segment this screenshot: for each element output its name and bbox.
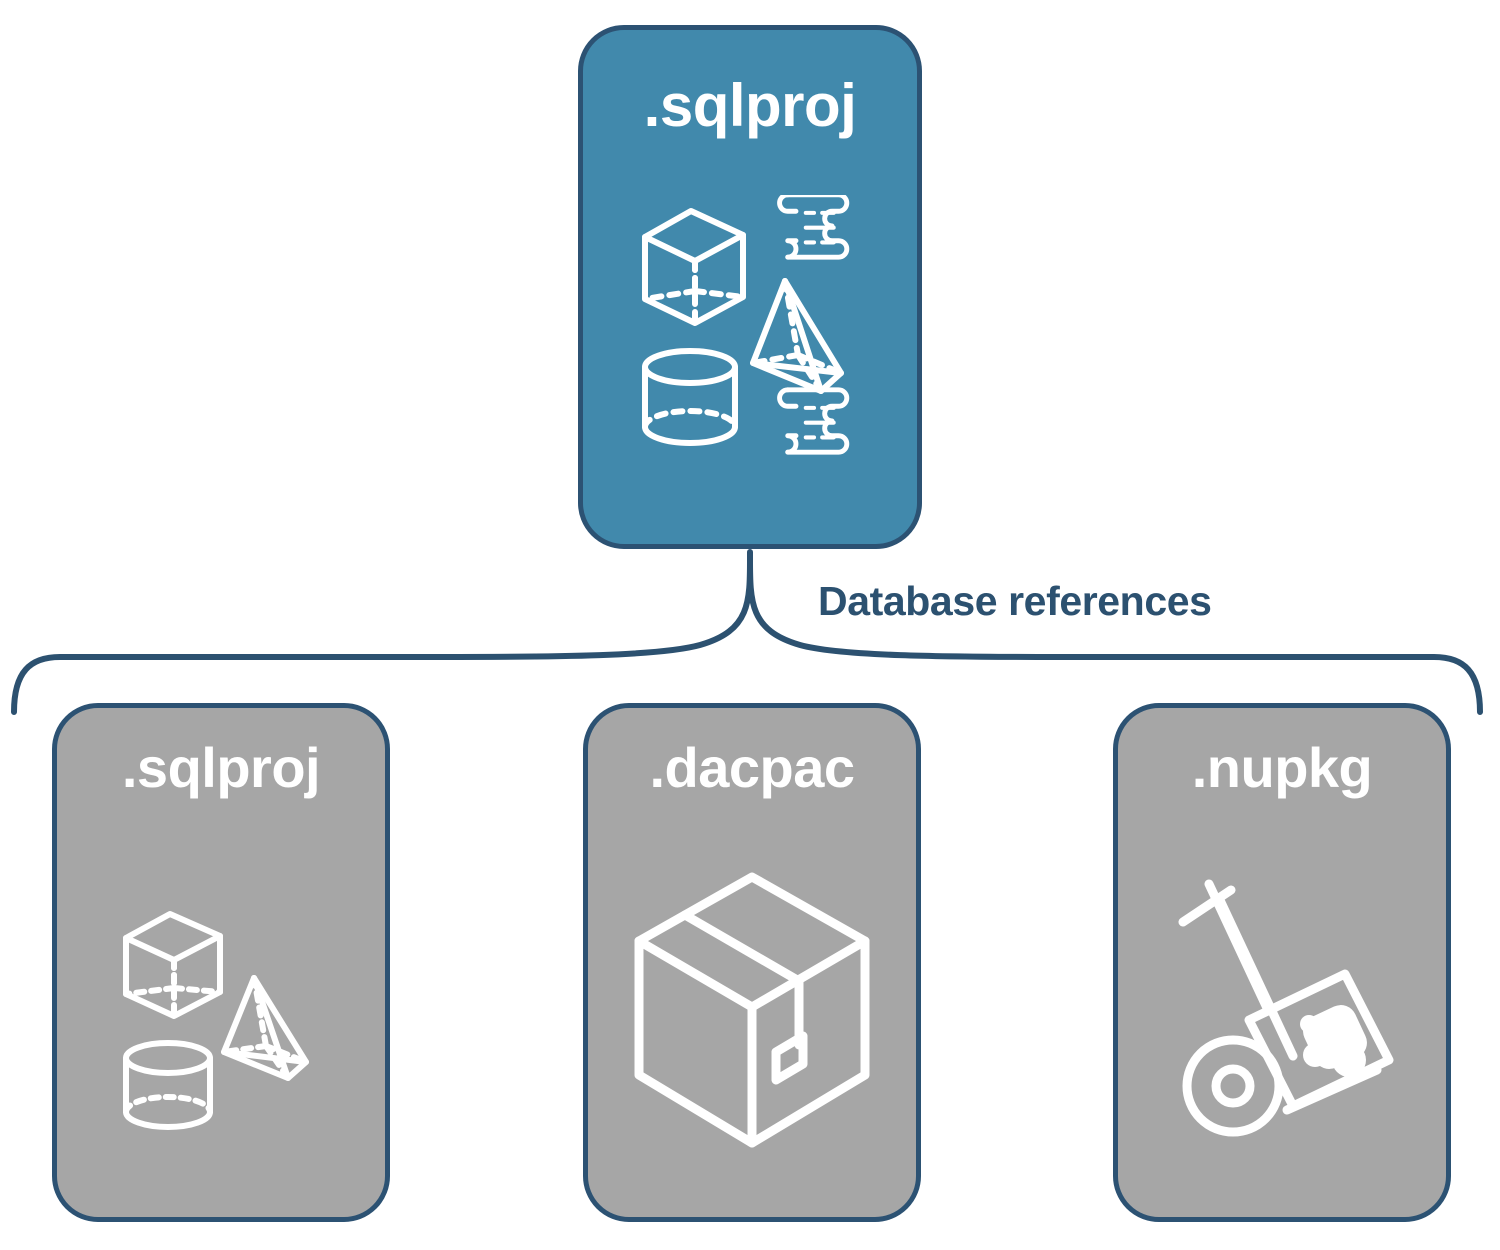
node-reference-dacpac[interactable]: .dacpac (583, 703, 921, 1222)
root-icon-group (642, 195, 850, 455)
reference-sqlproj-icon-group (123, 910, 309, 1130)
scroll-script-icon (777, 195, 850, 260)
node-reference-dacpac-label: .dacpac (649, 736, 855, 799)
brace-label-database-references: Database references (818, 578, 1212, 624)
node-reference-sqlproj-label: .sqlproj (121, 736, 321, 799)
node-reference-dacpac-icons (588, 796, 916, 1217)
node-reference-sqlproj-icons (57, 796, 385, 1217)
cube-wireframe-icon (123, 910, 223, 1019)
shipping-box-icon (634, 872, 870, 1147)
node-reference-nupkg[interactable]: .nupkg (1113, 703, 1451, 1222)
node-root-sqlproj[interactable]: .sqlproj (578, 25, 922, 549)
pyramid-wireframe-icon (221, 974, 309, 1081)
node-reference-sqlproj[interactable]: .sqlproj (52, 703, 390, 1222)
node-reference-nupkg-label: .nupkg (1191, 736, 1373, 799)
node-root-icons (583, 136, 917, 544)
hand-truck-package-icon (1178, 879, 1394, 1136)
cylinder-wireframe-icon (123, 1039, 213, 1130)
node-reference-nupkg-icons (1118, 796, 1446, 1217)
node-root-label: .sqlproj (643, 72, 857, 139)
scroll-script-icon (777, 387, 850, 455)
cylinder-wireframe-icon (642, 348, 738, 446)
cube-wireframe-icon (642, 208, 746, 326)
pyramid-wireframe-icon (750, 278, 844, 394)
